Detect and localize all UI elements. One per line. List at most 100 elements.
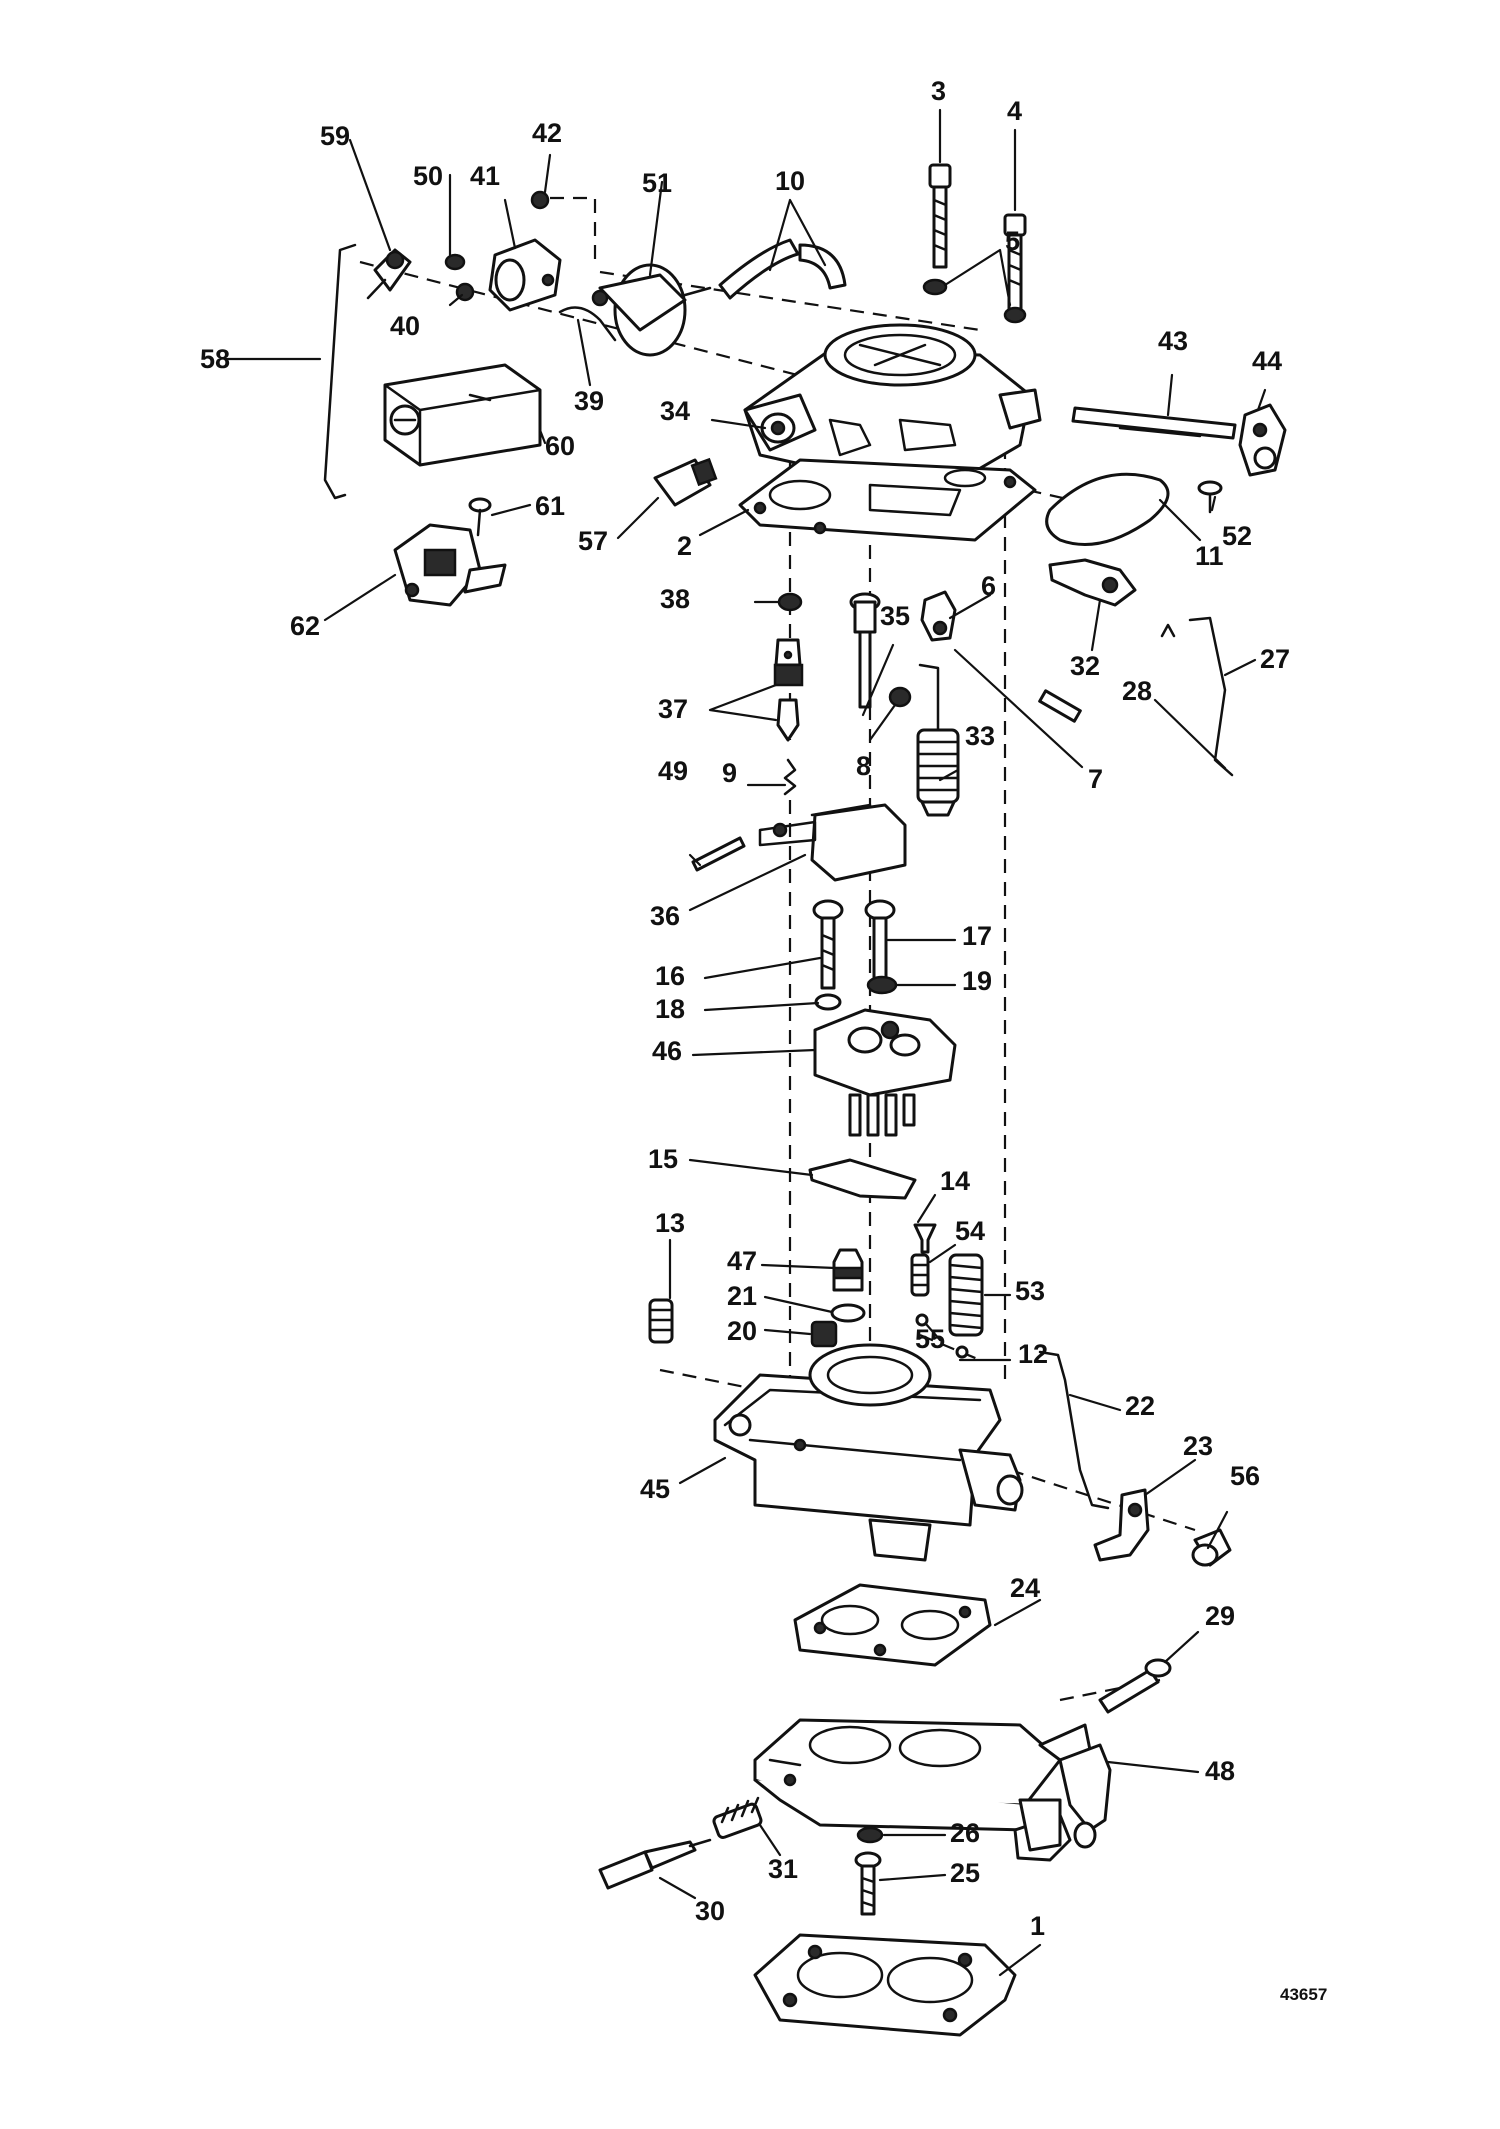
part-5-lockwasher-b bbox=[1003, 306, 1027, 324]
callout-56: 56 bbox=[1230, 1461, 1260, 1491]
callout-57: 57 bbox=[578, 526, 608, 556]
part-31-spring bbox=[712, 1796, 763, 1839]
part-28-clip bbox=[1160, 623, 1176, 638]
part-13-spring bbox=[648, 1298, 674, 1344]
leader-lines bbox=[223, 108, 1267, 1977]
part-27-rod bbox=[1188, 616, 1234, 777]
part-33-pump-plunger bbox=[916, 663, 960, 817]
part-45-float-bowl bbox=[713, 1343, 1024, 1562]
part-32-lever bbox=[1048, 558, 1137, 607]
part-16-screw bbox=[812, 899, 844, 990]
part-56-screw bbox=[1191, 1528, 1232, 1567]
part-57-inlet-fitting bbox=[653, 457, 718, 507]
callout-26: 26 bbox=[950, 1818, 980, 1848]
part-7-screw bbox=[1038, 689, 1082, 723]
callout-47: 47 bbox=[727, 1246, 757, 1276]
part-44-choke-lever bbox=[1238, 403, 1287, 477]
callout-8: 8 bbox=[856, 751, 871, 781]
callout-35: 35 bbox=[880, 601, 910, 631]
callout-48: 48 bbox=[1205, 1756, 1235, 1786]
callout-22: 22 bbox=[1125, 1391, 1155, 1421]
callout-11: 11 bbox=[1195, 541, 1224, 571]
part-18-washer bbox=[814, 993, 842, 1011]
carburetor-parts bbox=[323, 163, 1287, 2037]
part-8-nut bbox=[888, 686, 912, 708]
callout-52: 52 bbox=[1222, 521, 1252, 551]
part-20-jet bbox=[810, 1320, 838, 1348]
part-55-ball bbox=[915, 1313, 929, 1327]
callout-50: 50 bbox=[413, 161, 443, 191]
callout-60: 60 bbox=[545, 431, 575, 461]
callout-labels: 1 2 3 4 5 6 7 8 9 10 11 12 13 14 15 16 1… bbox=[200, 76, 1290, 1941]
callout-2: 2 bbox=[677, 531, 692, 561]
part-59-lever bbox=[366, 248, 412, 300]
part-35-pump-rod bbox=[849, 592, 881, 709]
callout-49: 49 bbox=[658, 756, 688, 786]
callout-16: 16 bbox=[655, 961, 685, 991]
part-34-air-horn bbox=[743, 323, 1042, 484]
part-24-gasket bbox=[793, 1583, 992, 1667]
part-11-choke-valve bbox=[1045, 472, 1170, 546]
callout-6: 6 bbox=[981, 571, 996, 601]
part-60-choke-cover bbox=[383, 363, 542, 467]
part-5-lockwasher-a bbox=[922, 278, 948, 296]
callout-41: 41 bbox=[470, 161, 500, 191]
callout-46: 46 bbox=[652, 1036, 682, 1066]
callout-21: 21 bbox=[727, 1281, 757, 1311]
callout-38: 38 bbox=[660, 584, 690, 614]
part-21-gasket bbox=[830, 1303, 866, 1323]
callout-20: 20 bbox=[727, 1316, 757, 1346]
part-51-vacuum-diaphragm bbox=[591, 263, 712, 357]
callout-42: 42 bbox=[532, 118, 562, 148]
part-42-screw bbox=[530, 190, 550, 210]
callout-24: 24 bbox=[1010, 1573, 1040, 1603]
part-39-choke-link bbox=[558, 306, 617, 342]
part-4-screw bbox=[1003, 213, 1027, 312]
callout-17: 17 bbox=[962, 921, 992, 951]
part-53-spring bbox=[948, 1253, 984, 1337]
callout-62: 62 bbox=[290, 611, 320, 641]
callout-19: 19 bbox=[962, 966, 992, 996]
part-61-screw bbox=[468, 497, 492, 537]
part-54-spring bbox=[910, 1253, 930, 1297]
callout-36: 36 bbox=[650, 901, 680, 931]
part-22-pump-link bbox=[1038, 1350, 1110, 1510]
callout-45: 45 bbox=[640, 1474, 670, 1504]
part-37-needle-seat bbox=[773, 638, 804, 742]
callout-7: 7 bbox=[1088, 764, 1103, 794]
part-26-washer bbox=[856, 1826, 884, 1844]
part-1-base-gasket bbox=[753, 1933, 1017, 2037]
callout-59: 59 bbox=[320, 121, 350, 151]
part-58-choke-rod bbox=[323, 243, 357, 500]
callout-4: 4 bbox=[1007, 96, 1022, 126]
callout-27: 27 bbox=[1260, 644, 1290, 674]
part-17-screw bbox=[864, 899, 896, 982]
callout-32: 32 bbox=[1070, 651, 1100, 681]
callout-15: 15 bbox=[648, 1144, 678, 1174]
part-36-float bbox=[758, 803, 907, 882]
callout-9: 9 bbox=[722, 758, 737, 788]
part-43-choke-shaft bbox=[1071, 406, 1237, 440]
callout-28: 28 bbox=[1122, 676, 1152, 706]
callout-14: 14 bbox=[940, 1166, 970, 1196]
callout-40: 40 bbox=[390, 311, 420, 341]
callout-34: 34 bbox=[660, 396, 690, 426]
part-46-venturi-cluster bbox=[813, 1008, 957, 1137]
callout-43: 43 bbox=[1158, 326, 1188, 356]
part-48-throttle-body bbox=[753, 1718, 1112, 1862]
callout-29: 29 bbox=[1205, 1601, 1235, 1631]
catalog-number: 43657 bbox=[1280, 1985, 1327, 2004]
callout-23: 23 bbox=[1183, 1431, 1213, 1461]
callout-1: 1 bbox=[1030, 1911, 1045, 1941]
part-9-clip bbox=[783, 758, 797, 796]
part-23-pump-lever bbox=[1093, 1488, 1150, 1562]
callout-39: 39 bbox=[574, 386, 604, 416]
callout-3: 3 bbox=[931, 76, 946, 106]
callout-12: 12 bbox=[1018, 1339, 1048, 1369]
callout-58: 58 bbox=[200, 344, 230, 374]
callout-31: 31 bbox=[768, 1854, 798, 1884]
callout-10: 10 bbox=[775, 166, 805, 196]
part-6-bracket bbox=[920, 590, 957, 642]
callout-18: 18 bbox=[655, 994, 685, 1024]
part-19-washer bbox=[866, 975, 898, 995]
